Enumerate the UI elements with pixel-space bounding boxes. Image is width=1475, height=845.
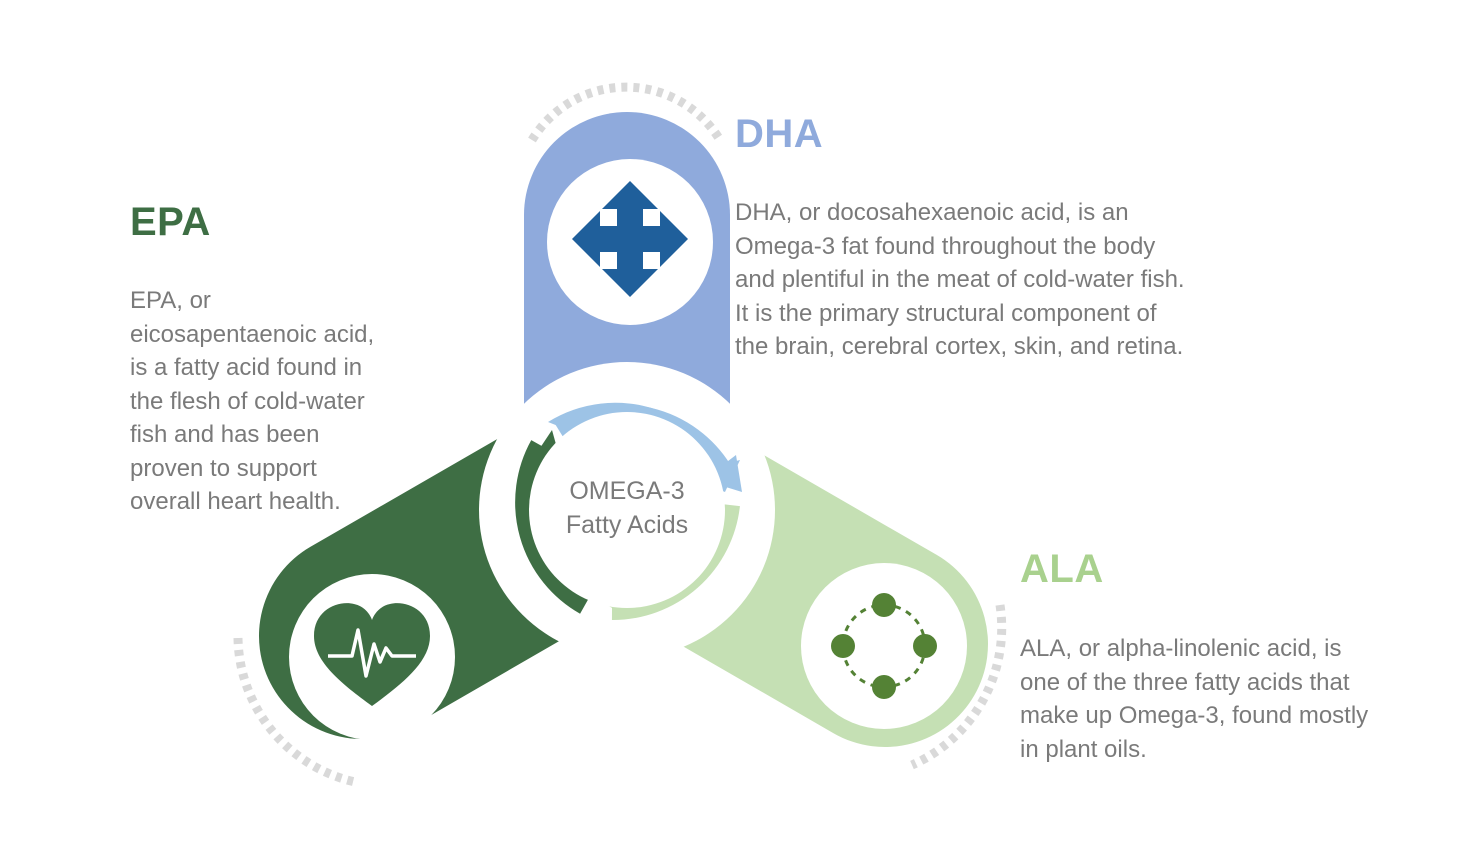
dha-description-line: It is the primary structural component o… — [735, 299, 1157, 327]
dha-description-line: the brain, cerebral cortex, skin, and re… — [735, 333, 1184, 360]
epa-arrow-band — [515, 440, 591, 614]
epa-description-line: eicosapentaenoic acid, — [130, 320, 375, 348]
ala-dotted-arc — [910, 604, 1007, 770]
epa-description-line: the flesh of cold-water — [130, 387, 365, 415]
epa-description-line: EPA, or — [130, 287, 211, 314]
dha-description: DHA, or docosahexaenoic acid, is an Omeg… — [735, 196, 1185, 364]
ala-description-line: in plant oils. — [1020, 735, 1147, 763]
epa-description: EPA, or eicosapentaenoic acid, is a fatt… — [130, 284, 374, 519]
epa-dotted-arc — [233, 637, 356, 787]
ala-title: ALA — [1020, 547, 1104, 591]
center-inner-circle — [529, 412, 725, 608]
epa-description-line: fish and has been — [130, 421, 320, 448]
dha-description-line: Omega-3 fat found throughout the body — [735, 232, 1156, 260]
dha-description-line: DHA, or docosahexaenoic acid, is an — [735, 199, 1129, 226]
center-label-line1: OMEGA-3 — [569, 477, 685, 505]
heart-pulse-icon — [314, 603, 430, 706]
center-label-line2: Fatty Acids — [565, 511, 689, 539]
center-label: OMEGA-3 Fatty Acids — [537, 474, 717, 542]
epa-description-line: is a fatty acid found in — [130, 354, 363, 381]
ala-description-line: ALA, or alpha-linolenic acid, is — [1020, 635, 1342, 662]
dha-description-line: and plentiful in the meat of cold-water … — [735, 266, 1185, 293]
ala-description-line: one of the three fatty acids that — [1020, 668, 1350, 696]
ala-description: ALA, or alpha-linolenic acid, is one of … — [1020, 632, 1368, 766]
ala-description-line: make up Omega-3, found mostly — [1020, 702, 1369, 729]
epa-description-line: overall heart health. — [130, 488, 341, 515]
ala-icon-circle — [801, 563, 967, 729]
dha-title: DHA — [735, 112, 824, 156]
four-way-arrows-icon — [572, 181, 688, 297]
epa-title: EPA — [130, 200, 211, 244]
epa-description-line: proven to support — [130, 454, 317, 482]
cycle-nodes-icon — [831, 593, 937, 699]
dha-dotted-arc — [528, 82, 724, 143]
